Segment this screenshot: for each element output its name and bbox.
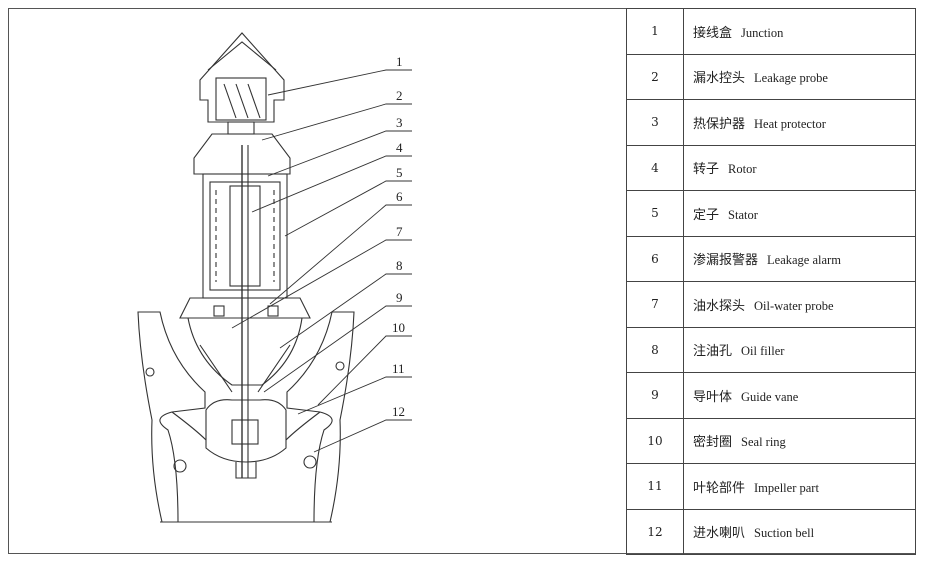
legend-row: 10 密封圈 Seal ring xyxy=(626,417,916,464)
outer-casing-right xyxy=(286,311,355,523)
legend-number: 7 xyxy=(626,281,684,328)
stator xyxy=(209,181,281,291)
legend-cn-label: 油水探头 xyxy=(693,298,746,314)
callout-5: 5 xyxy=(396,165,403,180)
legend-en-label: Leakage probe xyxy=(754,71,828,86)
legend-description: 定子 Stator xyxy=(683,190,916,237)
legend-number: 1 xyxy=(626,8,684,55)
legend-cn-label: 注油孔 xyxy=(693,344,733,360)
callout-6: 6 xyxy=(396,189,403,204)
impeller xyxy=(205,399,287,463)
legend-cn-label: 热保护器 xyxy=(693,116,746,132)
legend-row: 2 漏水控头 Leakage probe xyxy=(626,53,916,100)
pump-cross-section-drawing: 1 2 3 4 5 6 7 8 9 10 11 12 xyxy=(137,32,412,523)
callout-4: 4 xyxy=(396,140,403,155)
callout-11: 11 xyxy=(392,361,405,376)
legend-description: 热保护器 Heat protector xyxy=(683,99,916,146)
legend-cn-label: 叶轮部件 xyxy=(693,480,746,496)
legend-en-label: Oil filler xyxy=(741,344,785,359)
guide-vane xyxy=(199,344,291,393)
legend-description: 叶轮部件 Impeller part xyxy=(683,463,916,510)
figure-frame xyxy=(8,8,916,554)
callout-8: 8 xyxy=(396,258,403,273)
legend-number: 2 xyxy=(626,53,684,100)
legend-description: 接线盒 Junction xyxy=(683,8,916,55)
legend-en-label: Heat protector xyxy=(754,116,826,131)
callout-12: 12 xyxy=(392,404,405,419)
legend-en-label: Stator xyxy=(728,207,758,222)
legend-description: 导叶体 Guide vane xyxy=(683,372,916,419)
legend-description: 转子 Rotor xyxy=(683,144,916,191)
parts-legend-table: 1 接线盒 Junction 2 漏水控头 Leakage probe 3 热保护器 Hea… xyxy=(626,8,916,555)
callout-7: 7 xyxy=(396,224,403,239)
legend-en-label: Seal ring xyxy=(741,435,786,450)
legend-number: 6 xyxy=(626,235,684,282)
legend-number: 10 xyxy=(626,417,684,464)
callout-2: 2 xyxy=(396,88,403,103)
legend-description: 密封圈 Seal ring xyxy=(683,417,916,464)
legend-number: 4 xyxy=(626,144,684,191)
junction-box xyxy=(199,32,285,123)
legend-row: 9 导叶体 Guide vane xyxy=(626,372,916,419)
legend-number: 3 xyxy=(626,99,684,146)
legend-cn-label: 渗漏报警器 xyxy=(693,253,759,269)
legend-description: 注油孔 Oil filler xyxy=(683,326,916,373)
legend-number: 12 xyxy=(626,508,684,555)
legend-row: 11 叶轮部件 Impeller part xyxy=(626,463,916,510)
callout-10: 10 xyxy=(392,320,405,335)
legend-number: 9 xyxy=(626,372,684,419)
legend-en-label: Junction xyxy=(741,25,784,40)
legend-row: 8 注油孔 Oil filler xyxy=(626,326,916,373)
legend-row: 7 油水探头 Oil-water probe xyxy=(626,281,916,328)
callout-3: 3 xyxy=(396,115,403,130)
legend-row: 3 热保护器 Heat protector xyxy=(626,99,916,146)
legend-row: 5 定子 Stator xyxy=(626,190,916,237)
legend-row: 4 转子 Rotor xyxy=(626,144,916,191)
legend-number: 8 xyxy=(626,326,684,373)
legend-en-label: Suction bell xyxy=(754,526,815,541)
callout-9: 9 xyxy=(396,290,403,305)
legend-cn-label: 密封圈 xyxy=(693,435,733,451)
legend-row: 12 进水喇叭 Suction bell xyxy=(626,508,916,555)
legend-description: 进水喇叭 Suction bell xyxy=(683,508,916,555)
legend-cn-label: 导叶体 xyxy=(693,389,733,405)
callout-1: 1 xyxy=(396,54,403,69)
legend-en-label: Impeller part xyxy=(754,480,819,495)
legend-en-label: Rotor xyxy=(728,162,757,177)
legend-description: 渗漏报警器 Leakage alarm xyxy=(683,235,916,282)
motor-top-flange xyxy=(193,133,291,175)
oil-chamber xyxy=(187,317,303,386)
legend-description: 油水探头 Oil-water probe xyxy=(683,281,916,328)
legend-row: 6 渗漏报警器 Leakage alarm xyxy=(626,235,916,282)
legend-en-label: Oil-water probe xyxy=(754,298,834,313)
legend-number: 5 xyxy=(626,190,684,237)
legend-description: 漏水控头 Leakage probe xyxy=(683,53,916,100)
legend-en-label: Leakage alarm xyxy=(767,253,841,268)
legend-cn-label: 转子 xyxy=(693,162,720,178)
rotor xyxy=(229,185,261,287)
outer-casing-left xyxy=(137,311,206,523)
legend-row: 1 接线盒 Junction xyxy=(626,8,916,55)
legend-number: 11 xyxy=(626,463,684,510)
legend-en-label: Guide vane xyxy=(741,389,799,404)
legend-cn-label: 接线盒 xyxy=(693,25,733,41)
legend-cn-label: 漏水控头 xyxy=(693,71,746,87)
legend-cn-label: 进水喇叭 xyxy=(693,526,746,542)
legend-cn-label: 定子 xyxy=(693,207,720,223)
callout-numbers: 1 2 3 4 5 6 7 8 9 10 11 12 xyxy=(392,54,405,419)
